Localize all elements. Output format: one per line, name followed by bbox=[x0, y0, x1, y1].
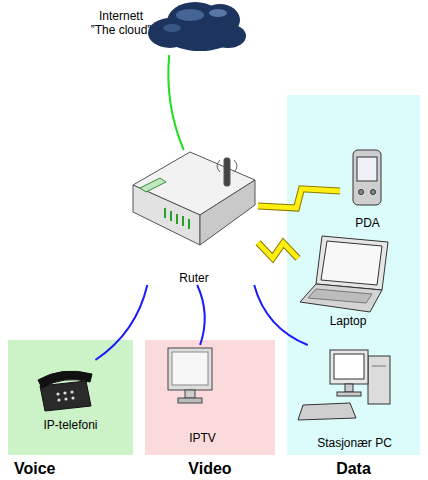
internet-link bbox=[168, 55, 183, 150]
device-label: IPTV bbox=[160, 431, 245, 445]
pda-device bbox=[353, 150, 381, 205]
cable-link bbox=[197, 285, 205, 345]
voice-band: VoiceIP-telefoni bbox=[8, 340, 133, 480]
device-label: PDA bbox=[340, 216, 395, 230]
cloud-shape bbox=[148, 2, 246, 51]
ip-phone-device bbox=[38, 371, 92, 411]
router-device bbox=[133, 152, 255, 245]
device-label: Internett ”The cloud” bbox=[85, 9, 157, 37]
device-label: Laptop bbox=[298, 314, 398, 328]
device-label: IP-telefoni bbox=[18, 418, 123, 432]
group-label: Video bbox=[145, 459, 275, 478]
group-label: Voice bbox=[14, 459, 139, 478]
device-label: Ruter bbox=[130, 271, 258, 285]
device-label: Stasjonær PC bbox=[292, 436, 417, 450]
group-label: Data bbox=[287, 459, 420, 478]
